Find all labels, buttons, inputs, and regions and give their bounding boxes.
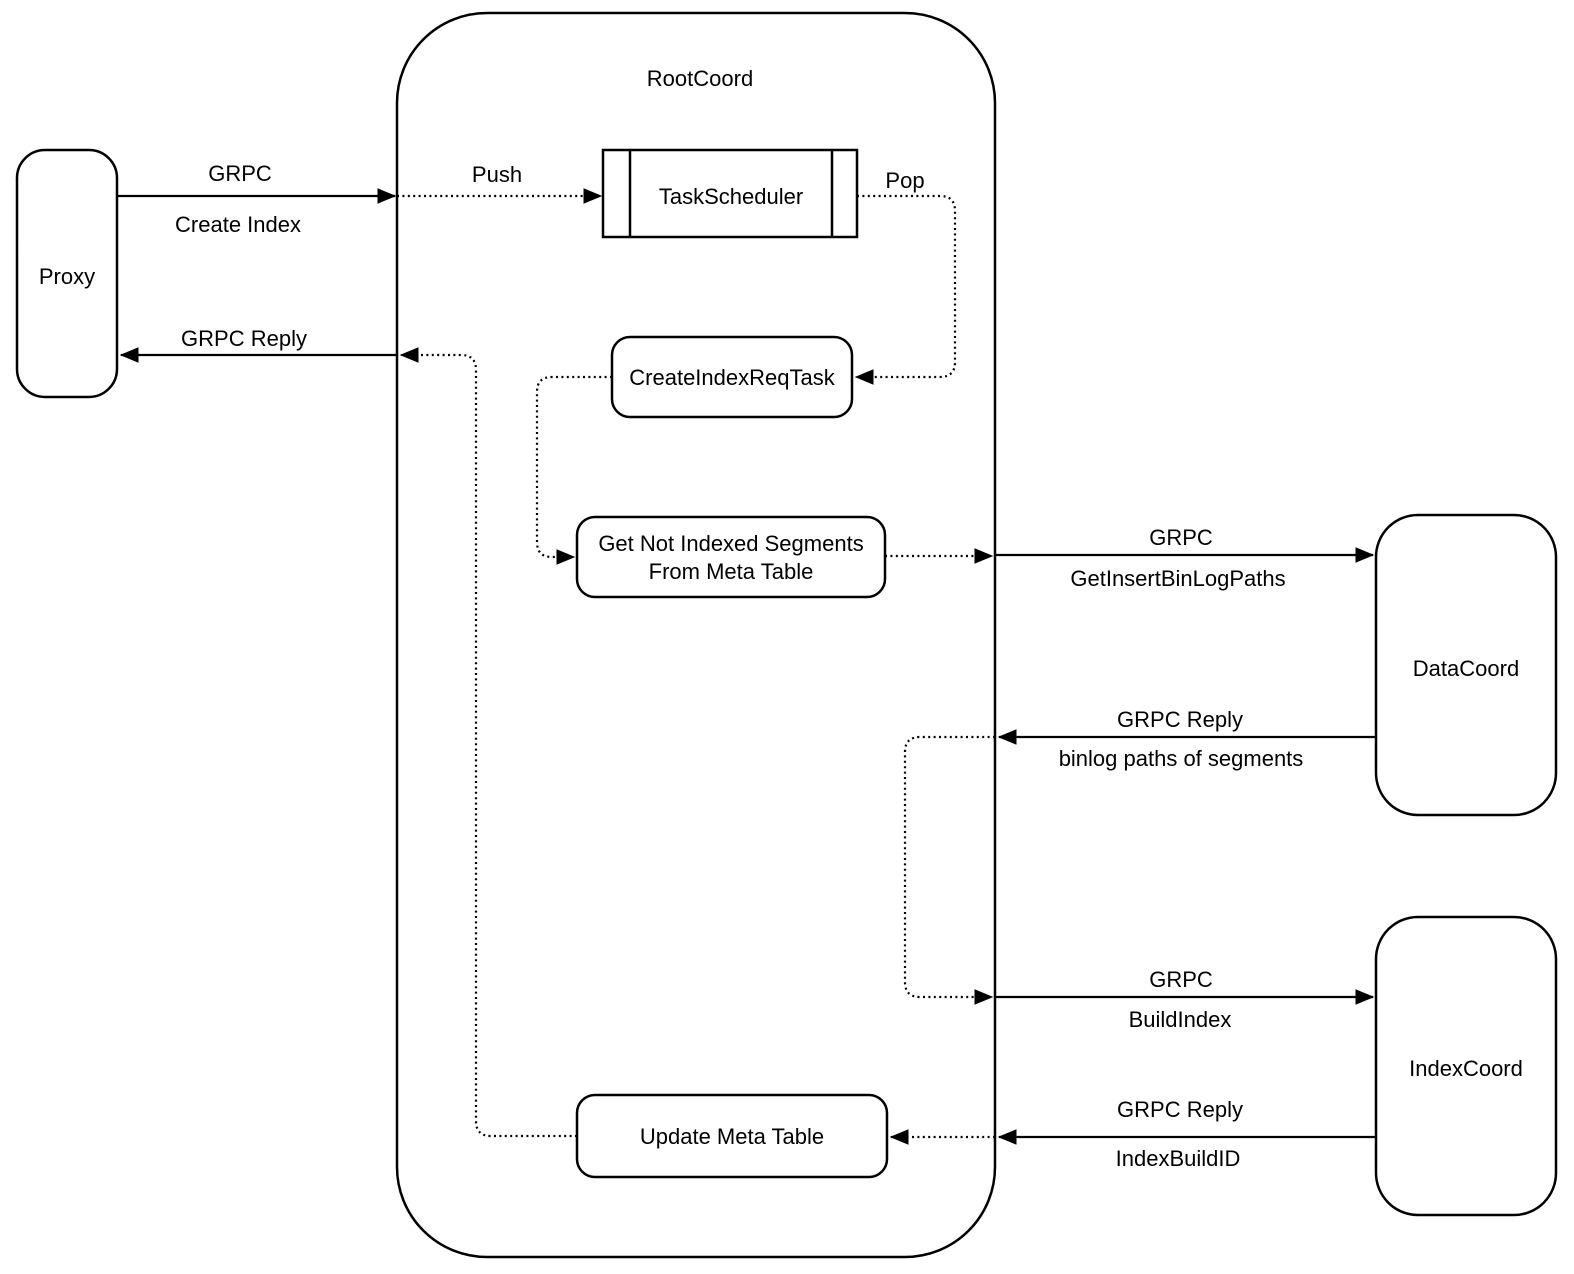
- edge-reply-to-build-index-connector: [903, 735, 995, 1005]
- get-not-indexed-segments-label-line1: Get Not Indexed Segments: [598, 531, 863, 556]
- edge-push-label: Push: [472, 162, 522, 187]
- indexcoord-node: [1374, 915, 1558, 1217]
- datacoord-node: [1374, 513, 1558, 817]
- get-not-indexed-segments-node: [575, 515, 887, 599]
- edge-create-index-message: Create Index: [175, 212, 301, 237]
- edge-build-index-message: BuildIndex: [1129, 1007, 1232, 1032]
- rootcoord-label: RootCoord: [647, 66, 753, 91]
- task-scheduler-node: [601, 148, 859, 239]
- get-not-indexed-segments-label-line2: From Meta Table: [649, 559, 814, 584]
- edge-build-index-protocol: GRPC: [1149, 967, 1213, 992]
- edge-index-build-id-reply-protocol: GRPC Reply: [1117, 1097, 1243, 1122]
- edge-binlog-paths-reply-protocol: GRPC Reply: [1117, 707, 1243, 732]
- edge-pop: [854, 194, 957, 385]
- create-index-req-task-label: CreateIndexReqTask: [629, 365, 835, 390]
- datacoord-label: DataCoord: [1413, 656, 1519, 681]
- rootcoord-container: [395, 11, 997, 1259]
- edge-index-build-id-reply-message: IndexBuildID: [1116, 1146, 1241, 1171]
- edge-get-insert-binlog-paths-message: GetInsertBinLogPaths: [1070, 566, 1285, 591]
- proxy-node: [15, 148, 119, 399]
- edge-grpc-reply-to-proxy-protocol: GRPC Reply: [181, 326, 307, 351]
- proxy-label: Proxy: [39, 264, 95, 289]
- edge-req-task-to-get-segments: [535, 375, 612, 565]
- edge-get-insert-binlog-paths-protocol: GRPC: [1149, 525, 1213, 550]
- edge-pop-label: Pop: [885, 168, 924, 193]
- edge-binlog-paths-reply-message: binlog paths of segments: [1059, 746, 1304, 771]
- edge-update-meta-to-reply-connector: [399, 347, 577, 1138]
- task-scheduler-label: TaskScheduler: [659, 184, 803, 209]
- update-meta-table-label: Update Meta Table: [640, 1124, 824, 1149]
- indexcoord-label: IndexCoord: [1409, 1056, 1523, 1081]
- edge-create-index-protocol: GRPC: [208, 161, 272, 186]
